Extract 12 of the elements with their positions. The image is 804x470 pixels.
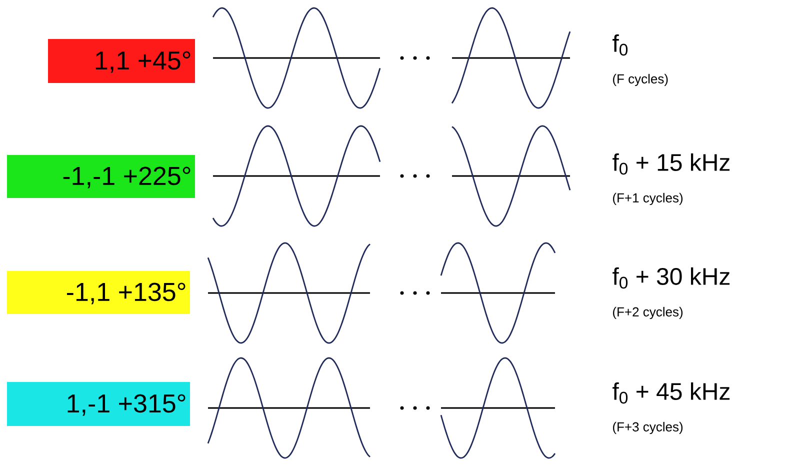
cycle-count-label: (F+2 cycles) — [613, 306, 683, 320]
frequency-label: f$_{0}$ + 45 kHz — [612, 382, 730, 404]
frequency-label: f$_{0}$ + 30 kHz — [612, 267, 730, 289]
phase-box: -1,1 +135° — [7, 271, 190, 314]
phase-box: -1,-1 +225° — [7, 155, 195, 198]
frequency-label: f$_{0}$ + 15 kHz — [612, 153, 730, 175]
phase-box: 1,-1 +315° — [7, 382, 190, 426]
cycle-count-label: (F cycles) — [613, 74, 668, 86]
frequency-label: f$_{0}$ — [612, 34, 628, 56]
phase-box: 1,1 +45° — [48, 39, 195, 83]
cycle-count-label: (F+1 cycles) — [613, 192, 683, 206]
cycle-count-label: (F+3 cycles) — [613, 422, 683, 434]
